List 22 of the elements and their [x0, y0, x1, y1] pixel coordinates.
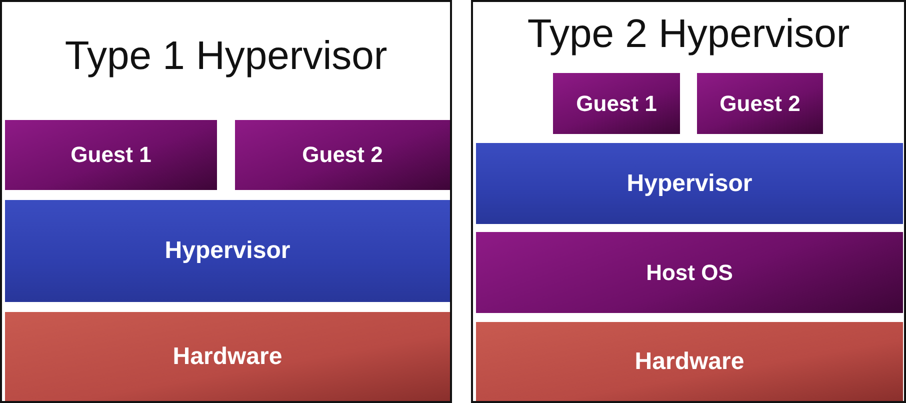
panel-title: Type 2 Hypervisor: [526, 12, 851, 57]
layer-label: Guest 1: [70, 142, 152, 168]
layer-label: Hypervisor: [626, 170, 752, 198]
layer-label: Guest 2: [720, 90, 800, 116]
layer-box: [476, 322, 903, 401]
layer-box: [553, 73, 680, 134]
layer-box: [476, 232, 903, 313]
layer-label: Guest 1: [576, 90, 657, 116]
diagram-panel: [471, 0, 906, 403]
layer-label: Hardware: [172, 342, 282, 370]
layer-box: [5, 312, 450, 401]
layer-label: Guest 2: [302, 142, 383, 168]
layer-label: Hardware: [634, 348, 744, 376]
panel-title: Type 1 Hypervisor: [64, 34, 388, 79]
layer-box: [5, 200, 450, 302]
layer-box: [235, 120, 450, 190]
layer-label: Host OS: [646, 260, 733, 286]
layer-box: [5, 120, 217, 190]
layer-box: [476, 143, 903, 224]
layer-label: Hypervisor: [164, 237, 290, 265]
diagram-panel: [0, 0, 452, 403]
layer-box: [697, 73, 823, 134]
